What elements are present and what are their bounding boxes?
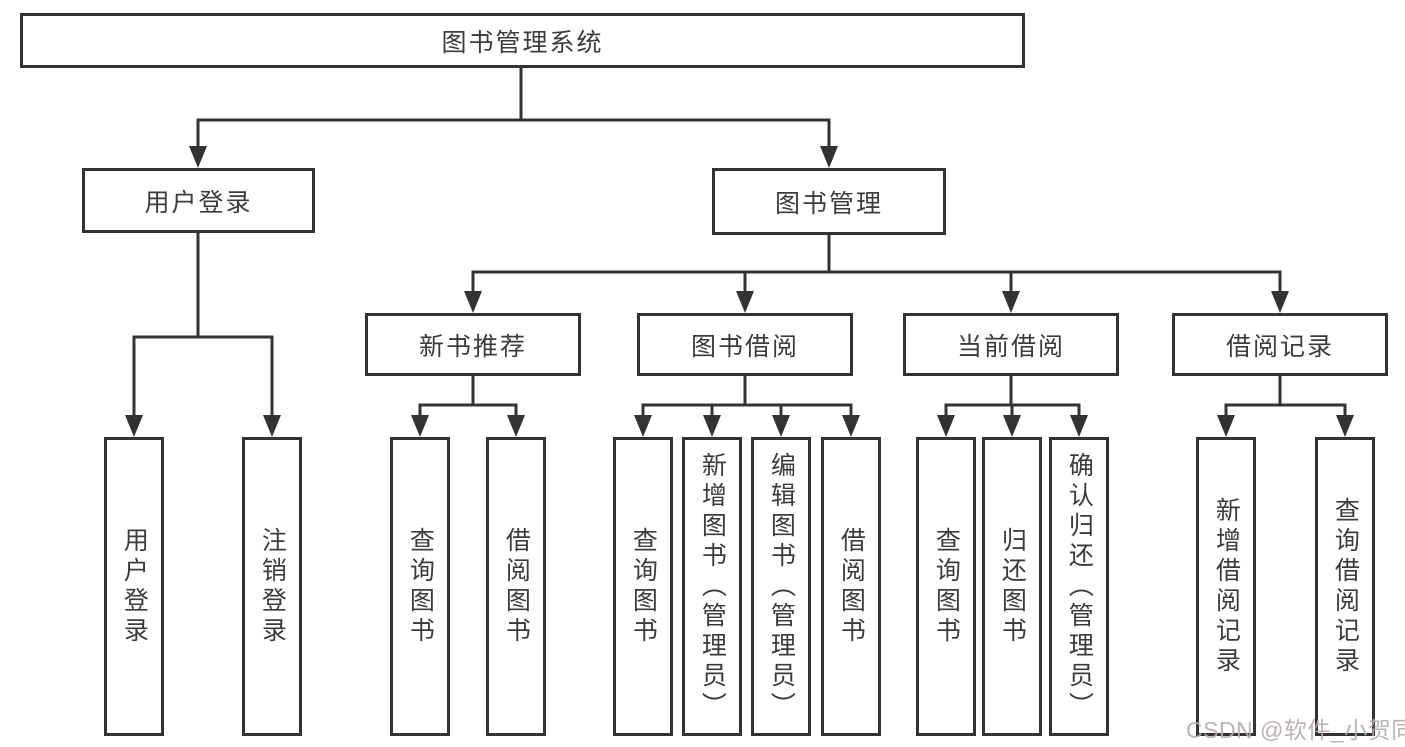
- leaf-user-login: 用户登录: [104, 437, 164, 736]
- leaf-label: 查询图书: [629, 526, 658, 647]
- node-label: 借阅记录: [1225, 332, 1334, 361]
- node-current-borrow: 当前借阅: [903, 313, 1119, 376]
- leaf-return-books: 归还图书: [982, 437, 1042, 736]
- node-label: 当前借阅: [956, 332, 1065, 361]
- leaf-label: 编辑图书（管理员）: [767, 451, 796, 722]
- leaf-add-books-admin: 新增图书（管理员）: [682, 437, 742, 736]
- leaf-label: 借阅图书: [837, 526, 866, 647]
- node-user-login: 用户登录: [82, 168, 315, 233]
- leaf-label: 查询图书: [932, 526, 961, 647]
- node-label: 用户登录: [144, 188, 253, 217]
- leaf-label: 确认归还（管理员）: [1065, 451, 1094, 722]
- leaf-query-books-borrow: 查询图书: [613, 437, 673, 736]
- leaf-add-borrow-record: 新增借阅记录: [1196, 437, 1256, 736]
- leaf-label: 查询图书: [406, 526, 435, 647]
- leaf-label: 查询借阅记录: [1331, 496, 1360, 677]
- node-root-library-system: 图书管理系统: [20, 13, 1025, 68]
- leaf-label: 新增借阅记录: [1212, 496, 1241, 677]
- node-book-borrow: 图书借阅: [637, 313, 853, 376]
- leaf-query-borrow-record: 查询借阅记录: [1315, 437, 1375, 736]
- leaf-label: 归还图书: [998, 526, 1027, 647]
- node-borrow-record: 借阅记录: [1172, 313, 1388, 376]
- node-label: 图书借阅: [690, 332, 799, 361]
- leaf-borrow-books: 借阅图书: [821, 437, 881, 736]
- node-label: 新书推荐: [418, 332, 527, 361]
- leaf-borrow-books-newbook: 借阅图书: [486, 437, 546, 736]
- csdn-watermark: CSDN @软件_小贺同学: [1186, 717, 1405, 743]
- arrowheads: [125, 146, 1354, 437]
- leaf-edit-books-admin: 编辑图书（管理员）: [751, 437, 811, 736]
- leaf-query-books-current: 查询图书: [916, 437, 976, 736]
- leaf-query-books-newbook: 查询图书: [390, 437, 450, 736]
- node-book-management: 图书管理: [712, 168, 946, 235]
- leaf-label: 用户登录: [120, 526, 149, 647]
- leaf-label: 新增图书（管理员）: [698, 451, 727, 722]
- node-label: 图书管理: [774, 189, 883, 218]
- leaf-label: 注销登录: [258, 526, 287, 647]
- node-new-book-recommend: 新书推荐: [365, 313, 581, 376]
- node-label: 图书管理系统: [441, 28, 604, 57]
- leaf-confirm-return-admin: 确认归还（管理员）: [1049, 437, 1109, 736]
- leaf-logout: 注销登录: [242, 437, 302, 736]
- leaf-label: 借阅图书: [502, 526, 531, 647]
